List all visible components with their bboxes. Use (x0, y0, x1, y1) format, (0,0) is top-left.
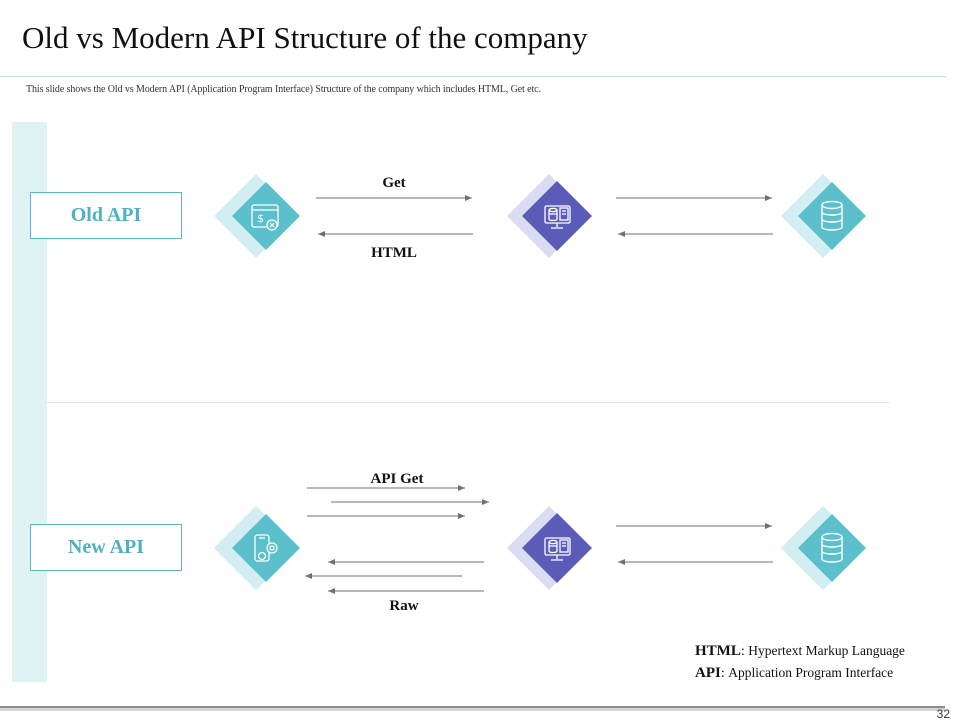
new-client-node (214, 506, 300, 590)
old-server-node (507, 174, 592, 258)
legend-html: HTML: Hypertext Markup Language (695, 643, 905, 659)
footer-bar (0, 706, 945, 708)
mobile-settings-icon (254, 534, 278, 562)
slide-title: Old vs Modern API Structure of the compa… (22, 20, 588, 55)
legend-api: API: Application Program Interface (695, 665, 894, 681)
legend-html-term: HTML (695, 643, 741, 659)
server-monitor-icon (544, 537, 571, 561)
footer-shadow (0, 708, 945, 711)
old-api-label: Old API (30, 192, 182, 239)
legend-api-term: API (695, 665, 721, 681)
legend-api-definition: Application Program Interface (728, 665, 894, 680)
section-divider (47, 402, 889, 403)
title-divider (0, 76, 946, 77)
slide-subtitle: This slide shows the Old vs Modern API (… (26, 84, 541, 95)
new-response-label: Raw (389, 598, 418, 614)
server-monitor-icon (544, 205, 571, 229)
old-request-label: Get (382, 175, 405, 191)
old-response-label: HTML (371, 245, 417, 261)
new-database-node (781, 506, 866, 590)
new-request-label: API Get (371, 471, 424, 487)
new-api-label: New API (30, 524, 182, 571)
web-payment-icon: $ (251, 204, 279, 231)
database-icon (821, 200, 843, 231)
page-number: 32 (936, 707, 950, 721)
old-client-node: $ (214, 174, 300, 258)
database-icon (821, 532, 843, 563)
new-server-node (507, 506, 592, 590)
svg-text:$: $ (257, 212, 264, 225)
old-database-node (781, 174, 866, 258)
legend-html-definition: Hypertext Markup Language (748, 643, 905, 658)
